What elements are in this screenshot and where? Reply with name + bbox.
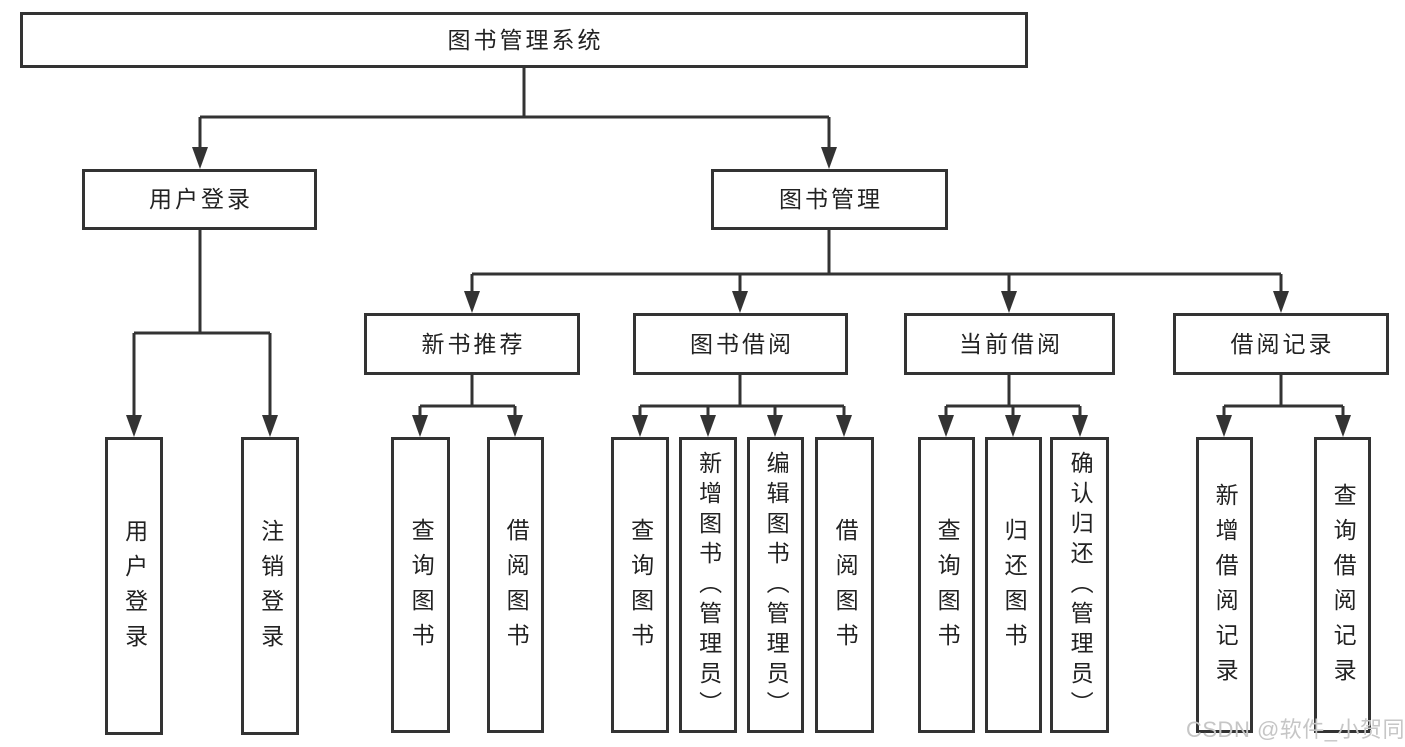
node-current-query-books: 查询图书 <box>918 437 975 733</box>
node-book-borrowing: 图书借阅 <box>633 313 848 375</box>
arrowhead <box>836 415 852 437</box>
connector <box>470 230 1283 292</box>
node-label: 确认归还（管理员） <box>1067 451 1094 721</box>
arrowhead <box>1335 415 1351 437</box>
watermark: CSDN @软件_小贺同学 <box>1186 717 1405 742</box>
node-borrow-books: 借阅图书 <box>815 437 874 733</box>
arrowhead <box>192 147 208 169</box>
node-label: 借阅图书 <box>503 518 530 658</box>
connector <box>944 375 1082 416</box>
node-borrowing-records: 借阅记录 <box>1173 313 1389 375</box>
arrowhead <box>821 147 837 169</box>
arrowhead <box>632 415 648 437</box>
arrowhead <box>1001 291 1017 313</box>
node-recommend-query-books: 查询图书 <box>391 437 450 733</box>
arrowhead <box>1216 415 1232 437</box>
node-borrow-query-books: 查询图书 <box>611 437 669 733</box>
arrowhead <box>1005 415 1021 437</box>
arrowhead <box>1072 415 1088 437</box>
arrowhead <box>938 415 954 437</box>
arrowhead <box>507 415 523 437</box>
arrowhead <box>732 291 748 313</box>
node-label: 查询借阅记录 <box>1330 483 1357 693</box>
connector <box>132 230 272 416</box>
node-label: 借阅记录 <box>1230 330 1335 357</box>
node-label: 用户登录 <box>149 186 253 212</box>
node-label: 新增借阅记录 <box>1212 483 1239 693</box>
node-user-login-action: 用户登录 <box>105 437 163 735</box>
arrowhead <box>767 415 783 437</box>
node-add-borrow-record: 新增借阅记录 <box>1196 437 1253 733</box>
arrowhead <box>126 415 142 437</box>
node-label: 用户登录 <box>121 519 148 659</box>
node-current-borrowing: 当前借阅 <box>904 313 1115 375</box>
node-logout-action: 注销登录 <box>241 437 299 735</box>
node-user-login: 用户登录 <box>82 169 317 230</box>
node-label: 注销登录 <box>257 519 284 659</box>
node-label: 归还图书 <box>1001 518 1028 658</box>
arrowhead <box>262 415 278 437</box>
node-edit-books-admin: 编辑图书（管理员） <box>747 437 804 733</box>
node-root: 图书管理系统 <box>20 12 1028 68</box>
arrowhead <box>464 291 480 313</box>
connector <box>418 375 517 416</box>
node-label: 新书推荐 <box>421 330 526 357</box>
node-label: 新增图书（管理员） <box>695 451 722 721</box>
node-label: 编辑图书（管理员） <box>763 451 790 721</box>
node-label: 查询图书 <box>627 518 654 658</box>
node-label: 当前借阅 <box>959 330 1063 357</box>
arrowhead <box>1273 291 1289 313</box>
connector <box>1222 375 1345 416</box>
connector <box>638 375 846 416</box>
node-label: 图书管理系统 <box>447 26 604 53</box>
node-label: 查询图书 <box>408 518 435 658</box>
node-new-book-recommend: 新书推荐 <box>364 313 580 375</box>
node-return-books: 归还图书 <box>985 437 1042 733</box>
node-book-management: 图书管理 <box>711 169 948 230</box>
arrowhead <box>700 415 716 437</box>
node-query-borrow-record: 查询借阅记录 <box>1314 437 1371 733</box>
arrowhead <box>412 415 428 437</box>
node-label: 图书借阅 <box>690 330 794 357</box>
node-add-books-admin: 新增图书（管理员） <box>679 437 737 733</box>
node-label: 借阅图书 <box>832 518 859 658</box>
node-label: 查询图书 <box>934 518 961 658</box>
connector <box>198 68 831 148</box>
node-confirm-return-admin: 确认归还（管理员） <box>1050 437 1109 733</box>
node-recommend-borrow-books: 借阅图书 <box>487 437 544 733</box>
node-label: 图书管理 <box>779 186 883 212</box>
